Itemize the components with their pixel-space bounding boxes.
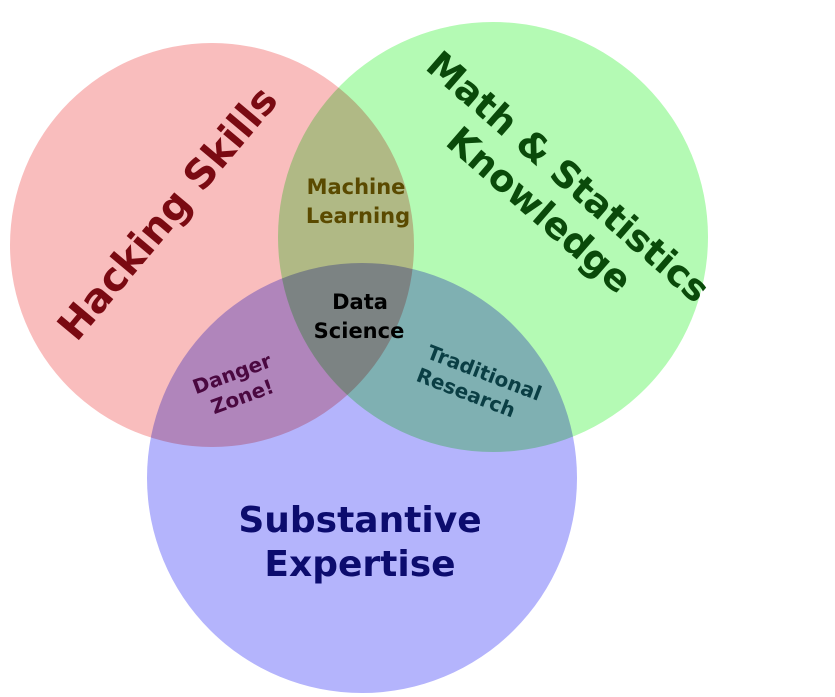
substantive-expertise-circle [147,263,577,693]
data-science-label: Data Science [314,290,405,343]
substantive-expertise-line1: Substantive [238,500,481,541]
machine-learning-line1: Machine [307,175,406,199]
machine-learning-line2: Learning [306,204,410,228]
data-science-line2: Science [314,319,405,343]
machine-learning-label: Machine Learning [306,175,410,228]
substantive-expertise-label: Substantive Expertise [238,500,481,585]
substantive-expertise-line2: Expertise [264,544,455,585]
data-science-line1: Data [332,290,388,314]
